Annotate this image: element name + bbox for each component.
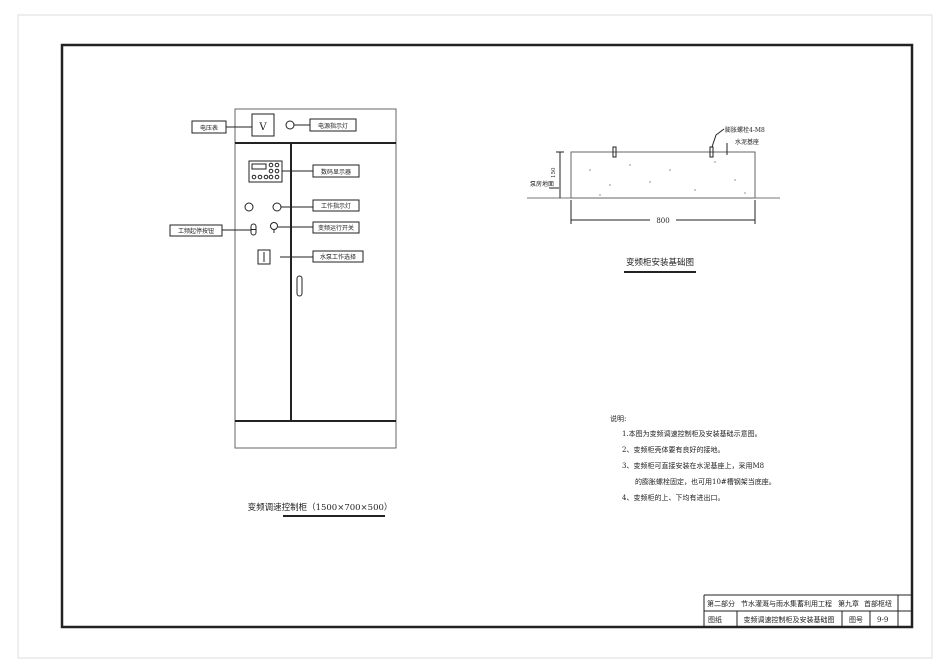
notes: 说明: 1.本图为变频调速控制柜及安装基础示意图。 2、变频柜壳体要有良好的接地… [610,414,776,502]
label-voltmeter: 电压表 [200,124,218,132]
foundation-caption: 变频柜安装基础图 [626,257,694,268]
voltmeter-icon [251,113,275,137]
work-lamp-icon [244,202,254,212]
voltmeter-symbol: V [258,122,267,133]
tb-chapter: 第九章 [838,599,859,608]
door-handle-icon [296,275,303,297]
selector-icon [257,249,271,265]
base-label: 水泥基座 [735,138,759,146]
foundation-drawing: 膨胀螺栓4-M8 水泥基座 泵房地面 150 800 变频柜安装基础图 [527,126,780,273]
control-cabinet: V 电压表 电源指示灯 数码显示器 工作指示灯 工频起停按钮 变频运行开关 水泵… [169,108,397,517]
sheet-border [17,14,933,659]
label-vf-switch: 变频运行开关 [318,224,354,232]
bolt-label: 膨胀螺栓4-M8 [725,126,765,134]
label-work-lamp: 工作指示灯 [321,202,351,210]
label-digital-display: 数码显示器 [321,168,351,176]
floor-label: 泵房地面 [530,180,554,188]
label-power-lamp: 电源指示灯 [318,122,348,130]
drawing-frame [60,43,914,629]
knob-switch-icon [270,222,278,230]
digital-display-icon [248,160,283,183]
note-item: 的膨胀螺栓固定，也可用10#槽钢架当底座。 [635,477,776,486]
bolt-icon [709,146,714,158]
title-block: 第二部分 节水灌溉与雨水集蓄利用工程 第九章 首部枢纽 图纸 变频调速控制柜及安… [703,594,912,627]
label-power-freq-button: 工频起停按钮 [178,227,214,235]
cabinet-caption: 变频调速控制柜（1500×700×500） [248,502,393,513]
tb-no-label: 图号 [849,616,863,624]
height-dim: 150 [551,167,557,178]
tb-part: 第二部分 [707,599,735,608]
note-item: 1.本图为变频调速控制柜及安装基础示意图。 [622,429,762,438]
notes-title: 说明: [610,414,626,423]
tb-section: 首部枢纽 [864,599,892,608]
note-item: 2、变频柜壳体要有良好的接地。 [622,445,724,454]
tb-no: 9-9 [877,616,888,624]
label-pump-select: 水泵工作选择 [320,253,356,261]
note-item: 3、变频柜可直接安装在水泥基座上，采用M8 [622,461,764,470]
tb-drawing-name: 变频调速控制柜及安装基础图 [744,615,835,624]
tb-type: 图纸 [708,615,722,624]
power-lamp-icon [285,120,295,130]
note-item: 4、变频柜的上、下均有进出口。 [622,493,724,502]
work-lamp-icon [272,202,282,212]
bolt-icon [612,146,617,158]
width-dim: 800 [656,217,669,225]
tb-project: 节水灌溉与雨水集蓄利用工程 [741,599,832,608]
